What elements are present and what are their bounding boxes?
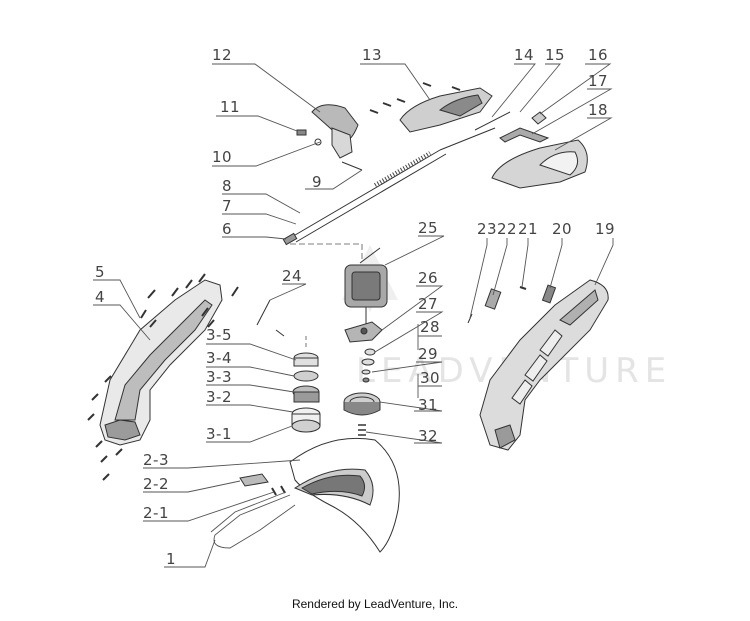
callout-19: 19 xyxy=(595,220,615,238)
callout-8: 8 xyxy=(222,177,232,195)
callout-27: 27 xyxy=(418,295,438,313)
upper-housing-part xyxy=(369,82,493,133)
small-parts-upper-right xyxy=(474,111,550,143)
callout-13: 13 xyxy=(362,46,382,64)
cover-bag-part xyxy=(491,139,588,189)
callout-22: 22 xyxy=(497,220,517,238)
callout-17: 17 xyxy=(588,72,608,90)
footer-credit: Rendered by LeadVenture, Inc. xyxy=(291,597,459,611)
callout-16: 16 xyxy=(588,46,608,64)
callout-18: 18 xyxy=(588,101,608,119)
washers-part xyxy=(361,348,376,383)
callout-2-3: 2-3 xyxy=(143,451,169,469)
callout-30: 30 xyxy=(420,369,440,387)
callout-3-5: 3-5 xyxy=(206,326,232,344)
callout-7: 7 xyxy=(222,197,232,215)
shaft-part xyxy=(282,127,496,246)
callout-11: 11 xyxy=(220,98,240,116)
callout-1: 1 xyxy=(166,550,176,568)
callout-3-3: 3-3 xyxy=(206,368,232,386)
callout-6: 6 xyxy=(222,220,232,238)
callout-2-2: 2-2 xyxy=(143,475,169,493)
spool-stack-part xyxy=(291,352,321,433)
callout-3-4: 3-4 xyxy=(206,349,232,367)
callout-4: 4 xyxy=(95,288,105,306)
callout-21: 21 xyxy=(518,220,538,238)
callout-31: 31 xyxy=(418,396,438,414)
edge-guide-part xyxy=(210,491,296,549)
left-housing-part xyxy=(99,279,223,446)
fan-part xyxy=(343,392,381,441)
callout-labels: 12 11 10 13 9 8 7 6 14 15 16 17 18 25 26… xyxy=(95,46,615,568)
callout-15: 15 xyxy=(545,46,565,64)
callout-29: 29 xyxy=(418,345,438,363)
switch-parts xyxy=(467,284,557,324)
callout-32: 32 xyxy=(418,427,438,445)
callout-9: 9 xyxy=(312,173,322,191)
guard-part xyxy=(239,437,400,553)
right-housing-part xyxy=(479,279,609,451)
callout-26: 26 xyxy=(418,269,438,287)
handle-part xyxy=(296,104,363,171)
callout-23: 23 xyxy=(477,220,497,238)
callout-10: 10 xyxy=(212,148,232,166)
callout-25: 25 xyxy=(418,219,438,237)
brush-plate-part xyxy=(344,321,383,343)
callout-20: 20 xyxy=(552,220,572,238)
callout-24: 24 xyxy=(282,267,302,285)
callout-2-1: 2-1 xyxy=(143,504,169,522)
callout-3-2: 3-2 xyxy=(206,388,232,406)
callout-5: 5 xyxy=(95,263,105,281)
bolt-part xyxy=(256,299,285,337)
motor-part xyxy=(344,247,388,325)
callout-14: 14 xyxy=(514,46,534,64)
callout-28: 28 xyxy=(420,318,440,336)
housing-screws xyxy=(87,273,239,481)
callout-12: 12 xyxy=(212,46,232,64)
leader-lines xyxy=(93,63,614,568)
callout-3-1: 3-1 xyxy=(206,425,232,443)
